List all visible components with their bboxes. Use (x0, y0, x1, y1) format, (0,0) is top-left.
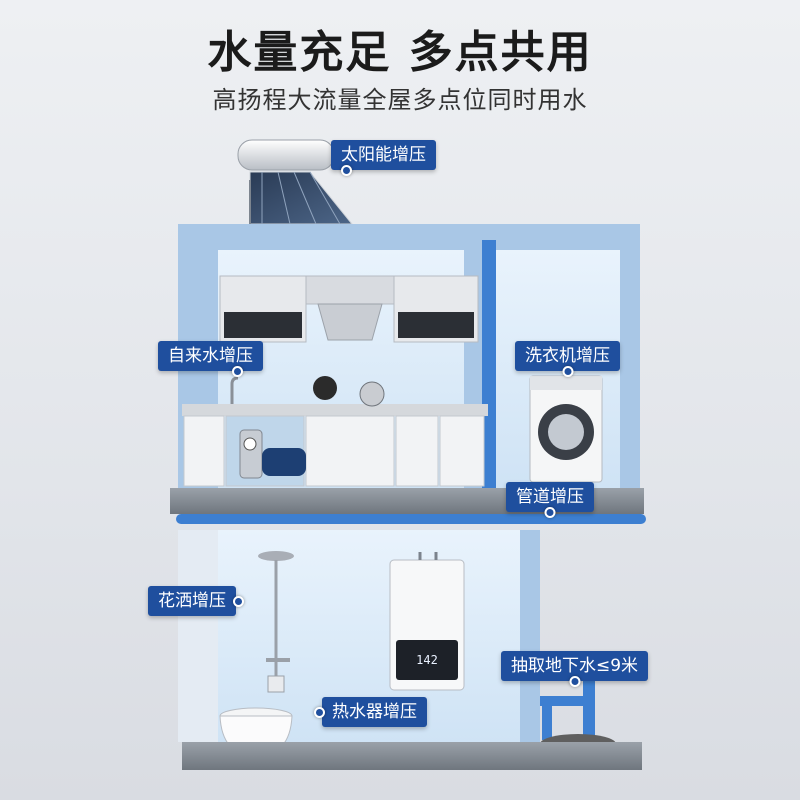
groundwater-pump-label: 抽取地下水≤9米 (501, 651, 649, 681)
horizontal-pipe (176, 514, 646, 524)
vertical-pipe-upper (482, 240, 496, 500)
kitchen-upper-cabinets (219, 275, 479, 343)
water-heater-boost-label: 热水器增压 (314, 697, 427, 727)
gas-water-heater: 142 (389, 552, 465, 691)
tap-water-boost-label: 自来水增压 (158, 341, 263, 377)
roof-slab (178, 224, 640, 250)
shower-set (258, 551, 294, 693)
pipeline-boost-label: 管道增压 (506, 482, 594, 512)
page-subtitle: 高扬程大流量全屋多点位同时用水 (212, 86, 588, 114)
left-wall-lower (178, 530, 218, 742)
solar-boost-label: 太阳能增压 (331, 140, 436, 176)
heater-display-readout: 142 (416, 653, 438, 667)
water-pump (239, 429, 306, 479)
right-wall-lower (520, 530, 540, 742)
solar-water-heater (237, 139, 354, 225)
shower-boost-label: 花洒增压 (148, 586, 244, 616)
washing-machine-boost-label: 洗衣机增压 (515, 341, 620, 371)
ground-floor (182, 742, 642, 770)
page-title: 水量充足 多点共用 (207, 27, 593, 78)
washing-machine (529, 375, 603, 483)
right-wall-upper (620, 250, 640, 488)
